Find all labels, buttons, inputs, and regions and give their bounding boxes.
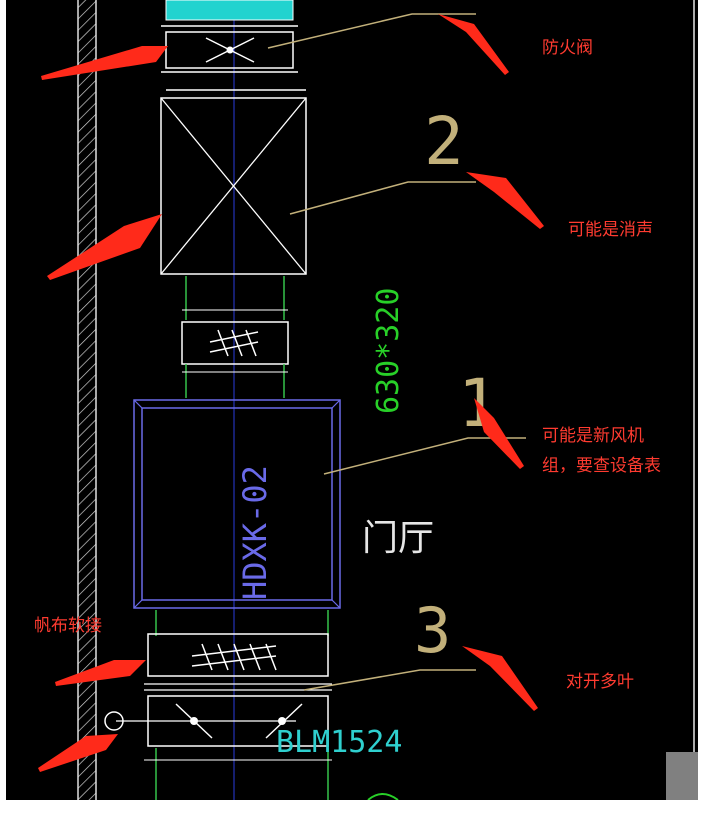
cad-drawing-canvas: HDXK-02 2 1 3 630*320 门 <box>6 0 698 800</box>
fresh-air-unit-box <box>133 399 341 609</box>
multi-blade-damper <box>104 695 329 747</box>
leader-lines <box>267 13 526 691</box>
duct-segment-bottom <box>144 748 399 800</box>
red-arrow-icon <box>47 214 162 280</box>
duct-segment-lower <box>155 610 329 636</box>
item-tag-3: 3 <box>414 594 451 667</box>
duct-size-label: 630*320 <box>371 288 406 414</box>
red-arrow-icon <box>438 14 509 75</box>
lower-flexible-joint <box>144 633 332 691</box>
annotation-multi-blade: 对开多叶 <box>566 672 634 692</box>
duct-segment-upper <box>182 276 288 320</box>
red-arrow-icon <box>466 172 544 229</box>
red-arrows <box>38 14 544 772</box>
hvac-duct-drawing: HDXK-02 2 1 3 630*320 门 <box>38 0 698 800</box>
room-name-label: 门厅 <box>362 518 434 559</box>
upper-flexible-joint <box>181 321 289 398</box>
red-arrow-icon <box>474 398 524 469</box>
damper-model-label: BLM1524 <box>276 725 402 760</box>
item-tag-2: 2 <box>424 103 464 180</box>
silencer-box <box>160 89 307 275</box>
gray-corner-block <box>666 752 698 800</box>
wall-hatch <box>77 0 97 800</box>
red-arrow-icon <box>462 646 538 711</box>
fire-damper-symbol <box>161 25 298 73</box>
annotation-fresh-air-unit-line1: 可能是新风机 <box>542 426 644 446</box>
red-arrow-icon <box>41 46 168 80</box>
annotation-canvas-joint: 帆布软接 <box>34 616 102 636</box>
red-arrow-icon <box>38 734 118 772</box>
annotation-silencer: 可能是消声 <box>568 220 653 240</box>
unit-code-label: HDXK-02 <box>236 465 274 600</box>
top-duct-block <box>165 0 294 21</box>
red-arrow-icon <box>55 660 146 686</box>
annotation-fire-damper: 防火阀 <box>542 38 593 58</box>
annotation-fresh-air-unit-line2: 组，要查设备表 <box>542 456 661 476</box>
